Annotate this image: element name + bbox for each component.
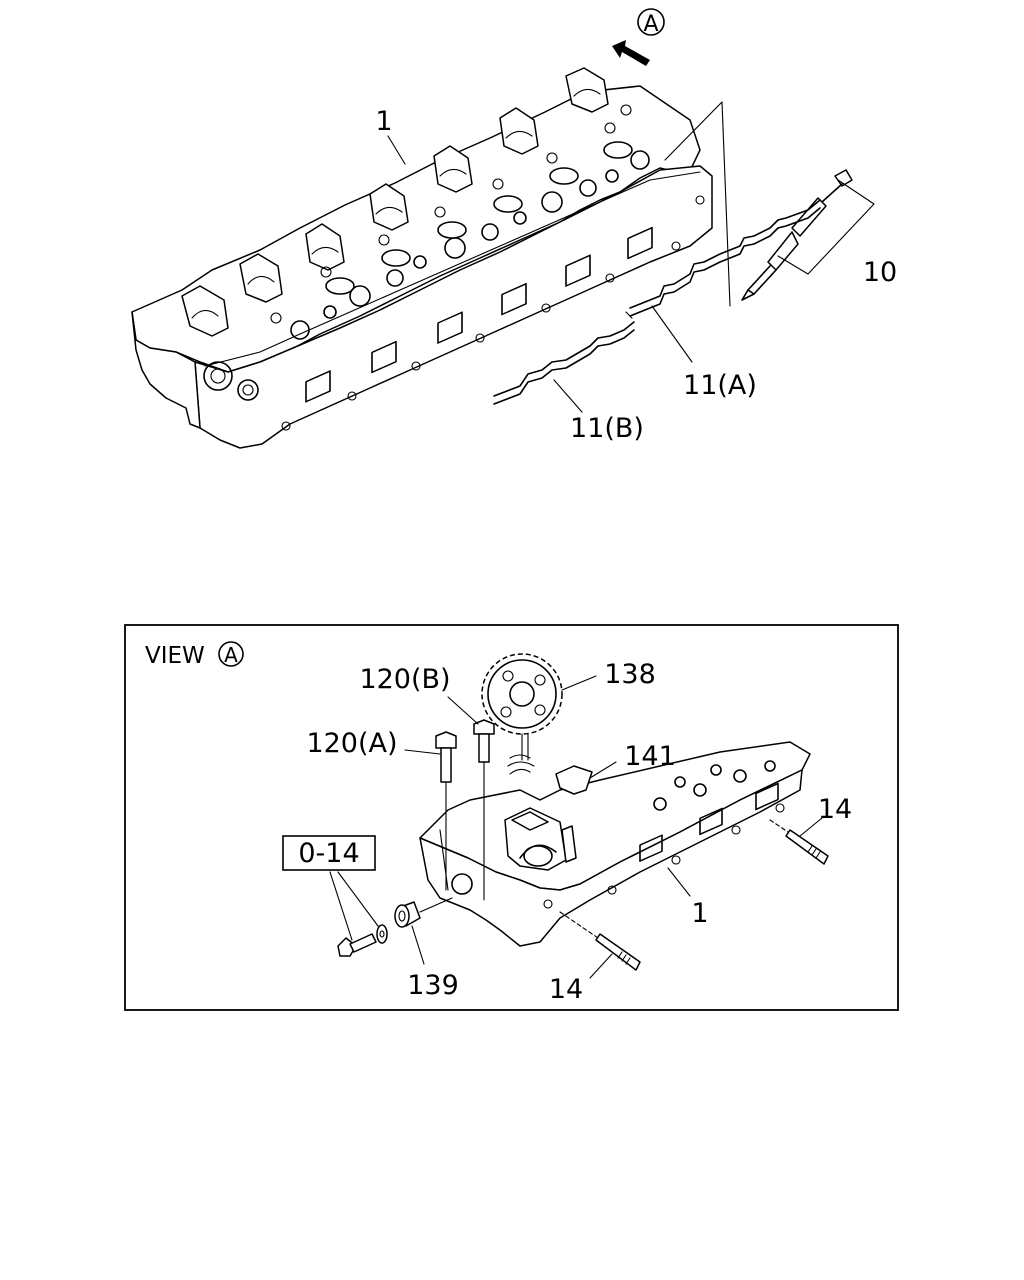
- leader-11a: [651, 305, 693, 363]
- cylinder-head-end: [419, 741, 811, 947]
- leader-14-bottom-dash: [559, 911, 599, 939]
- connector-b: [493, 321, 635, 405]
- cap-141: [555, 765, 593, 795]
- view-a-marker-letter: A: [224, 643, 238, 667]
- callout-1-top: 1: [375, 106, 392, 137]
- bolt-120a: [435, 731, 457, 891]
- callout-0-14: 0-14: [298, 838, 359, 869]
- stud-bottom: [595, 933, 641, 971]
- view-a-panel: VIEW A: [124, 624, 899, 1011]
- leader-upper-right: [664, 101, 723, 161]
- connector-a: [625, 199, 821, 319]
- leader-120a: [404, 749, 441, 755]
- leader-10: [777, 179, 875, 275]
- callout-11b: 11(B): [570, 413, 644, 444]
- callout-141: 141: [624, 741, 676, 772]
- deck-holes: [270, 104, 650, 340]
- leader-1-top: [387, 135, 406, 165]
- ref-box-0-14: [282, 835, 376, 871]
- view-direction-arrow: [612, 40, 650, 66]
- leader-139: [411, 925, 425, 965]
- leader-14-right-dash: [769, 819, 789, 833]
- view-direction-marker: A: [637, 8, 665, 37]
- leader-14-bottom: [589, 953, 613, 979]
- washer: [376, 924, 388, 944]
- callout-138: 138: [604, 659, 656, 690]
- view-a-marker-circle: [218, 641, 244, 667]
- leader-14-right: [799, 817, 823, 837]
- leader-11b: [553, 379, 583, 413]
- callout-1-view: 1: [691, 898, 708, 929]
- front-ports: [281, 195, 705, 431]
- small-bolt: [337, 933, 377, 957]
- stud-right: [785, 829, 829, 865]
- bushing-139: [394, 901, 421, 928]
- cylinder-head-top: [131, 67, 713, 449]
- callout-120a: 120(A): [306, 728, 397, 759]
- view-a-title: VIEW: [145, 643, 205, 669]
- callout-10: 10: [863, 257, 897, 288]
- view-direction-letter: A: [643, 12, 658, 37]
- leader-138: [561, 675, 597, 691]
- leader-120b: [447, 696, 479, 725]
- leader-139-dash: [419, 897, 453, 913]
- leader-0-14-washer: [337, 871, 379, 927]
- idler-gear: [481, 653, 563, 761]
- callout-139: 139: [407, 970, 459, 1001]
- glow-plug: [741, 169, 853, 301]
- bolt-120b: [473, 719, 495, 901]
- leader-vertical: [721, 101, 731, 307]
- leader-0-14-bolt: [329, 871, 353, 941]
- callout-14-right: 14: [818, 794, 852, 825]
- view-a-frame: [124, 624, 899, 1011]
- top-assembly: A: [131, 8, 897, 449]
- leader-1-view: [667, 867, 691, 897]
- callout-14-bottom: 14: [549, 974, 583, 1005]
- callout-120b: 120(B): [359, 664, 450, 695]
- leader-141: [589, 761, 617, 779]
- callout-11a: 11(A): [683, 370, 757, 401]
- bearing-caps: [181, 67, 609, 337]
